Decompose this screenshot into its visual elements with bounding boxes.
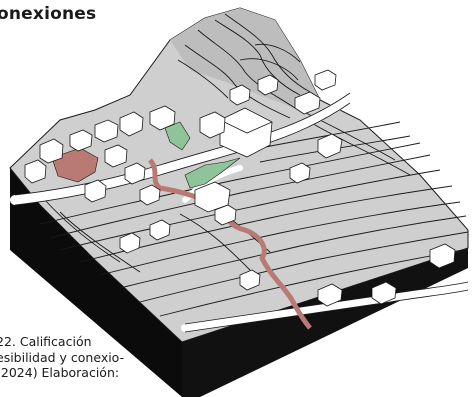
caption-line-1: 22. Calificación <box>0 334 92 349</box>
contour-lines <box>39 13 469 317</box>
terrain-side-left <box>10 168 182 397</box>
buildings <box>24 69 456 307</box>
green-area-north <box>164 121 191 151</box>
figure-caption: 22. Calificación esibilidad y conexio- (… <box>0 334 168 381</box>
terrain-side-front <box>182 248 468 397</box>
road-edges <box>14 92 469 333</box>
green-area-center <box>184 157 241 189</box>
red-path <box>147 158 312 330</box>
caption-line-2: esibilidad y conexio- <box>0 349 125 365</box>
caption-line-3: (2024) Elaboración: <box>0 365 120 380</box>
map-title: onexiones <box>0 4 97 24</box>
